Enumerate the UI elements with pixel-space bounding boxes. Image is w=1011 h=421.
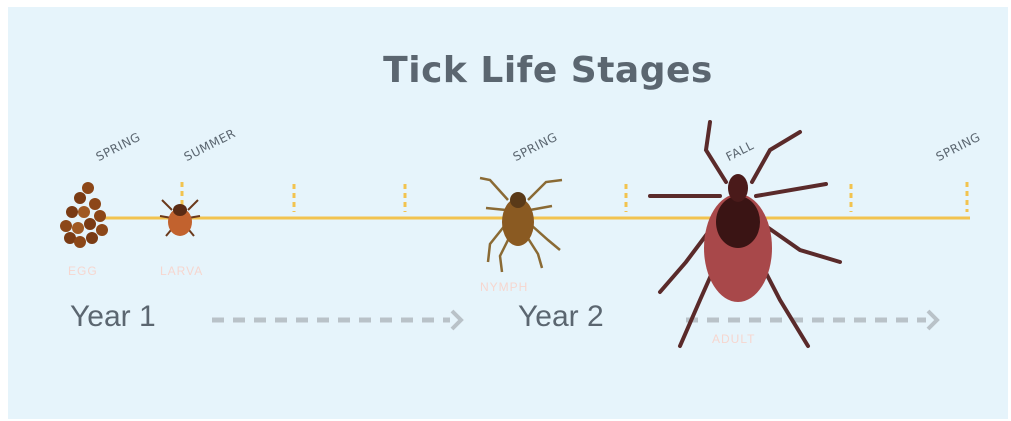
tick-larva (160, 200, 200, 236)
stage-label-adult: ADULT (712, 332, 755, 346)
year-1-label: Year 1 (70, 300, 156, 334)
tick-egg-cluster (60, 182, 108, 248)
year-2-arrow (686, 311, 937, 329)
year-2-label: Year 2 (518, 300, 604, 334)
year-1-arrow (212, 311, 461, 329)
stage-label-nymph: NYMPH (480, 280, 528, 294)
stage-label-egg: EGG (68, 264, 98, 278)
tick-nymph (480, 178, 562, 272)
stage-label-larva: LARVA (160, 264, 203, 278)
